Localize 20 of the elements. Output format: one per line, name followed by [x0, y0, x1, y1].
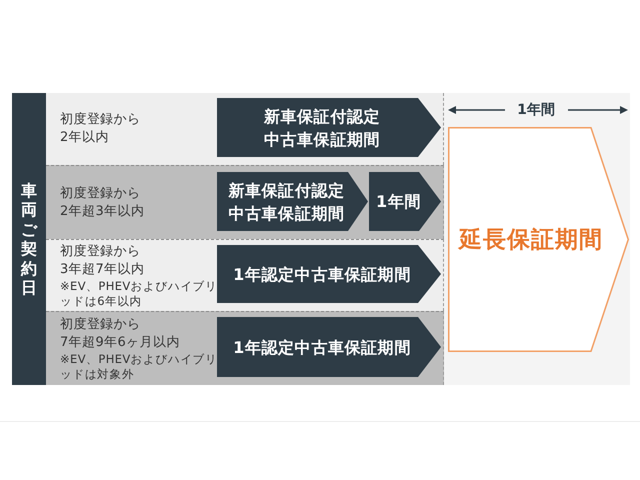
row-band	[46, 311, 444, 385]
row-band	[46, 165, 444, 239]
row-period-text: 3年超7年以内	[60, 260, 146, 278]
row-heading-text: 初度登録から	[60, 242, 142, 260]
pentagon-box: 1年認定中古車保証期間	[217, 317, 441, 377]
row-band	[46, 93, 444, 165]
side-header-band: 車両ご契約日	[12, 93, 46, 385]
row-period-text: 2年以内	[60, 129, 110, 147]
row-band	[46, 239, 444, 311]
row-period-text: 2年超3年以内	[60, 202, 146, 220]
row-heading-text: 初度登録から	[60, 111, 142, 129]
footnote-text: ※EV、PHEVおよびハイブリッドは6年以内	[60, 278, 218, 308]
dimension-label: 1年間	[516, 101, 556, 119]
row-period-text: 7年超9年6ヶ月以内	[60, 334, 181, 352]
row-heading-text: 初度登録から	[60, 184, 142, 202]
pentagon-box: 新車保証付認定中古車保証期間	[217, 98, 441, 157]
row-heading-text: 初度登録から	[60, 316, 142, 334]
pentagon-box: 1年間	[369, 172, 441, 231]
footnote-text: ※EV、PHEVおよびハイブリッドは対象外	[60, 352, 218, 382]
pentagon-box: 1年認定中古車保証期間	[217, 245, 441, 303]
